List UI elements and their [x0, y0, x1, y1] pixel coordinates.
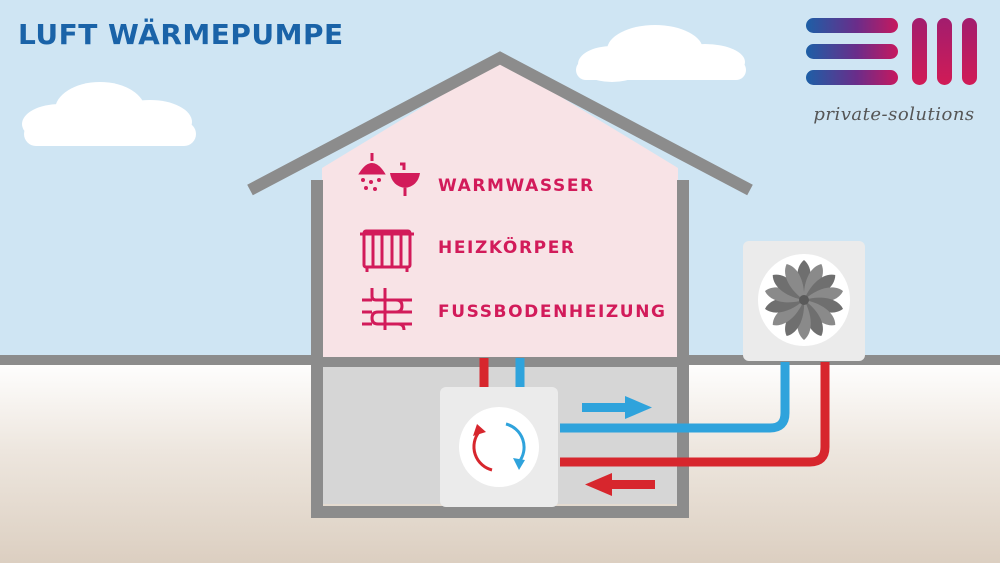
heat-pump-dial [459, 407, 539, 487]
label-warmwasser: WARMWASSER [438, 176, 595, 196]
fan-blade [772, 274, 804, 300]
cycle-arrow-red-icon [472, 431, 493, 472]
company-logo [806, 18, 977, 85]
pipe-red-outdoor [560, 362, 830, 467]
pipe-blue-outdoor [560, 362, 790, 433]
house-roof [247, 51, 753, 196]
fan-blade [804, 274, 836, 300]
arrow-right-icon [582, 396, 652, 419]
fan-blade [803, 300, 823, 337]
cloud-right-icon [576, 25, 746, 82]
fan-blade [804, 300, 836, 326]
shower-sink-icon [358, 153, 420, 196]
fan-icon [765, 260, 843, 340]
arrow-left-icon [585, 473, 655, 496]
cloud-left-icon [22, 82, 196, 146]
fan-blade [785, 263, 805, 300]
label-heizkoerper: HEIZKÖRPER [438, 238, 576, 258]
fan-blade [804, 297, 843, 313]
fan-blade [772, 300, 804, 326]
radiator-icon [360, 229, 414, 272]
page-title: LUFT WÄRMEPUMPE [18, 18, 344, 51]
underfloor-heating-icon [362, 288, 412, 331]
fan-blade [765, 287, 804, 303]
cycle-arrow-blue-icon [505, 422, 526, 463]
logo-tagline: private-solutions [813, 104, 975, 125]
house-walls [311, 180, 689, 518]
fan-hub [799, 295, 809, 305]
house-interior [322, 60, 678, 362]
label-fussbodenheizung: FUSSBODENHEIZUNG [438, 302, 667, 322]
